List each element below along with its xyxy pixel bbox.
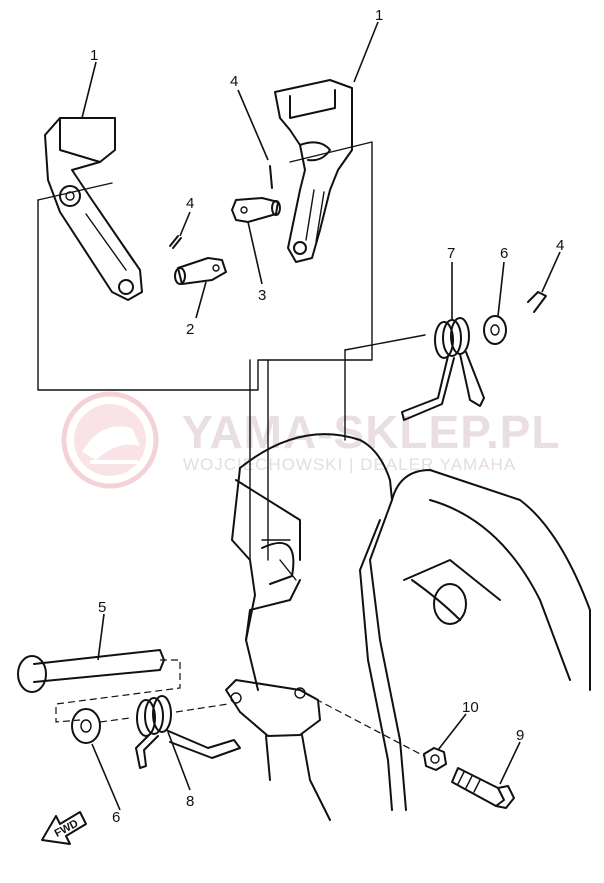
- callout-6-lower: 6: [112, 809, 120, 826]
- nut-10: [423, 747, 447, 771]
- fwd-arrow-icon: FWD: [41, 811, 87, 845]
- dash-line-bolt: [305, 693, 425, 757]
- bracket-left: [44, 117, 143, 301]
- bolt-9: [451, 767, 515, 809]
- pin-3: [231, 197, 281, 223]
- callout-10: 10: [462, 699, 479, 716]
- dash-line-shaft: [55, 659, 181, 723]
- callout-2: 2: [186, 321, 194, 338]
- callout-4-left: 4: [186, 195, 194, 212]
- callout-1-left: 1: [90, 47, 98, 64]
- cotter-pins: [169, 165, 547, 313]
- callout-5: 5: [98, 599, 106, 616]
- callout-4-right: 4: [556, 237, 564, 254]
- pin-2: [174, 257, 227, 285]
- callout-3: 3: [258, 287, 266, 304]
- washer-6-lower: [71, 708, 101, 744]
- callout-6-upper: 6: [500, 245, 508, 262]
- callout-9: 9: [516, 727, 524, 744]
- watermark-logo-icon: [61, 391, 159, 489]
- callout-7: 7: [447, 245, 455, 262]
- callouts: 1 1 4 4 4 2 3 7 6 5 6 8 10 9: [81, 7, 564, 826]
- watermark-title: YAMA-SKLEP.PL: [182, 406, 561, 458]
- watermark: YAMA-SKLEP.PL WOJCIECHOWSKI | DEALER YAM…: [61, 391, 561, 489]
- swivel-bracket: [225, 433, 591, 821]
- bracket-right: [274, 79, 353, 263]
- watermark-subtitle: WOJCIECHOWSKI | DEALER YAMAHA: [183, 455, 516, 474]
- spring-7: [401, 317, 485, 421]
- washer-6-upper: [483, 315, 507, 345]
- spring-8: [135, 695, 241, 769]
- callout-1-right: 1: [375, 7, 383, 24]
- shaft-5: [17, 649, 165, 693]
- callout-4-top: 4: [230, 73, 238, 90]
- dash-line-spring: [99, 703, 229, 723]
- callout-8: 8: [186, 793, 194, 810]
